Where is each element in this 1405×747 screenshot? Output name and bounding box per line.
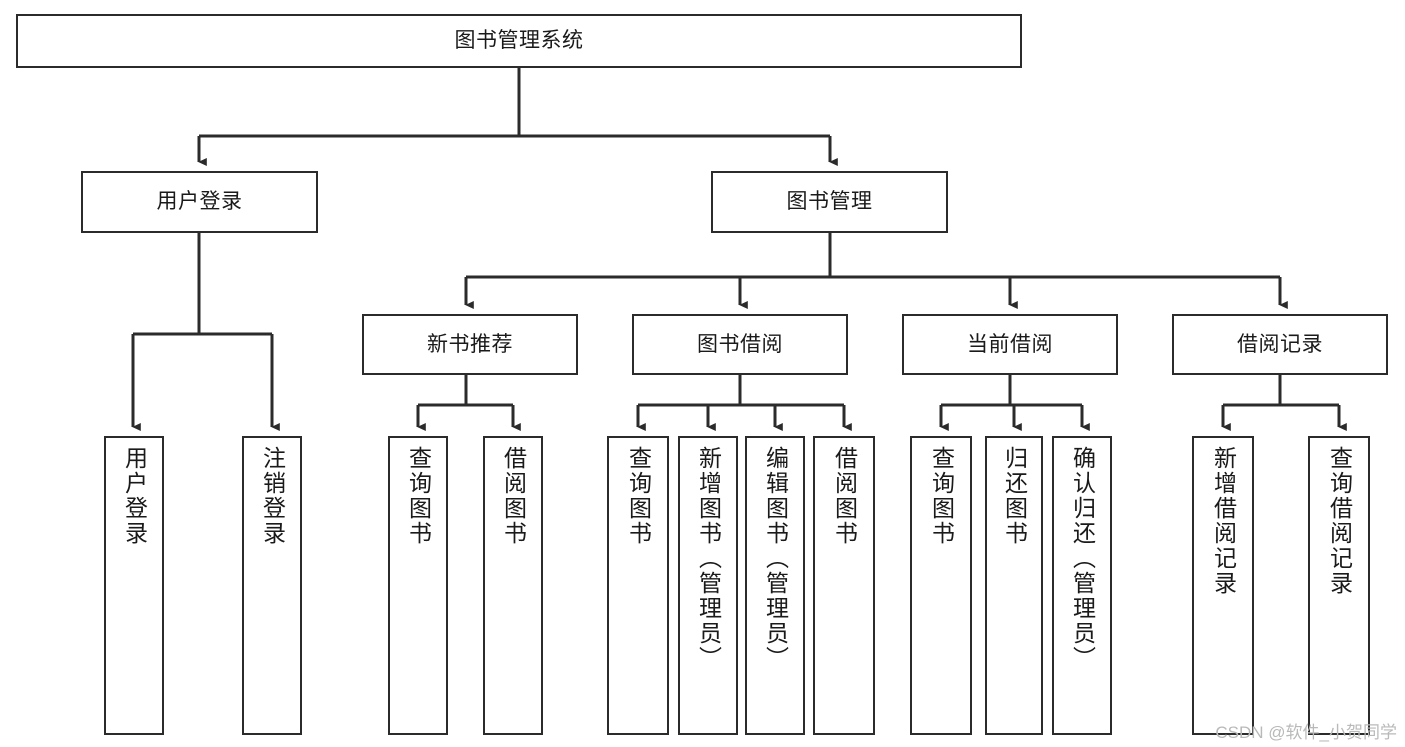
node-current-borrow-label: 当前借阅 xyxy=(967,332,1053,356)
node-borrow-record-label: 借阅记录 xyxy=(1237,332,1323,356)
leaf-node[interactable]: 编辑图书（管理员） xyxy=(745,436,805,735)
leaf-node-label: 查询借阅记录 xyxy=(1326,446,1353,596)
node-new-book-recommend-label: 新书推荐 xyxy=(427,332,513,356)
leaf-node[interactable]: 注销登录 xyxy=(242,436,302,735)
node-book-management[interactable]: 图书管理 xyxy=(711,171,948,233)
leaf-node-label: 确认归还（管理员） xyxy=(1069,446,1096,671)
node-root-label: 图书管理系统 xyxy=(454,29,584,53)
leaf-node-label: 新增借阅记录 xyxy=(1210,446,1237,596)
node-user-login-label: 用户登录 xyxy=(156,190,243,214)
leaf-node[interactable]: 查询图书 xyxy=(607,436,669,735)
leaf-node[interactable]: 新增借阅记录 xyxy=(1192,436,1254,735)
leaf-node[interactable]: 用户登录 xyxy=(104,436,164,735)
csdn-watermark: CSDN @软件_小贺同学 xyxy=(1215,723,1397,742)
leaf-node-label: 归还图书 xyxy=(1001,446,1028,546)
node-new-book-recommend[interactable]: 新书推荐 xyxy=(362,314,578,375)
leaf-node[interactable]: 查询图书 xyxy=(388,436,448,735)
leaf-node-label: 用户登录 xyxy=(121,446,148,546)
leaf-node-label: 查询图书 xyxy=(928,446,955,546)
leaf-node-label: 注销登录 xyxy=(259,446,286,546)
leaf-node[interactable]: 归还图书 xyxy=(985,436,1043,735)
node-book-borrow[interactable]: 图书借阅 xyxy=(632,314,848,375)
leaf-node[interactable]: 新增图书（管理员） xyxy=(678,436,738,735)
node-current-borrow[interactable]: 当前借阅 xyxy=(902,314,1118,375)
leaf-node-label: 借阅图书 xyxy=(500,446,527,546)
leaf-node[interactable]: 查询图书 xyxy=(910,436,972,735)
node-root[interactable]: 图书管理系统 xyxy=(16,14,1022,68)
node-user-login[interactable]: 用户登录 xyxy=(81,171,318,233)
node-book-borrow-label: 图书借阅 xyxy=(697,332,783,356)
leaf-node[interactable]: 查询借阅记录 xyxy=(1308,436,1370,735)
node-borrow-record[interactable]: 借阅记录 xyxy=(1172,314,1388,375)
leaf-node[interactable]: 借阅图书 xyxy=(483,436,543,735)
node-book-management-label: 图书管理 xyxy=(786,190,873,214)
leaf-node[interactable]: 确认归还（管理员） xyxy=(1052,436,1112,735)
leaf-node-label: 查询图书 xyxy=(405,446,432,546)
leaf-node-label: 编辑图书（管理员） xyxy=(762,446,789,671)
leaf-node-label: 新增图书（管理员） xyxy=(695,446,722,671)
leaf-node-label: 借阅图书 xyxy=(831,446,858,546)
leaf-node[interactable]: 借阅图书 xyxy=(813,436,875,735)
leaf-node-label: 查询图书 xyxy=(625,446,652,546)
